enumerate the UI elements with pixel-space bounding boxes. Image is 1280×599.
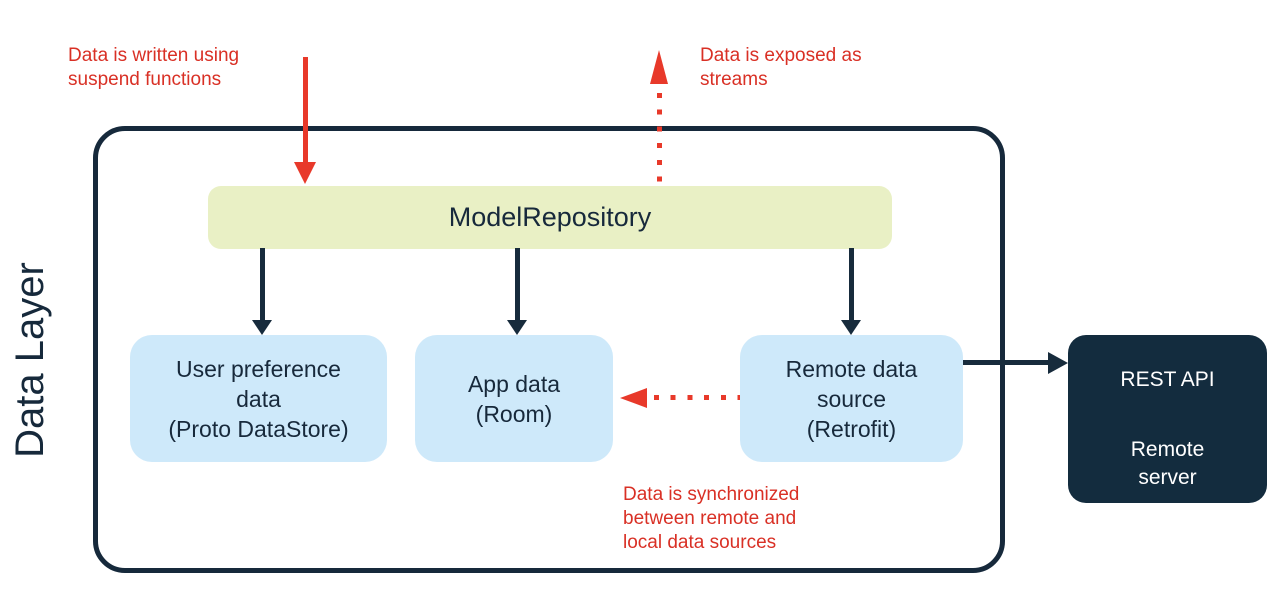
remote-server-label: Remote server (1068, 436, 1267, 492)
box-label-line: App data (467, 370, 561, 397)
box-label-line: (Room) (475, 400, 553, 427)
arrow-line (515, 248, 520, 322)
arrow-line (963, 360, 1048, 365)
rest-api-label: REST API (1120, 368, 1215, 391)
write-annotation: Data is written using suspend functions (68, 44, 239, 92)
arrow-down-icon (841, 320, 861, 335)
annotation-line: Data is exposed as (700, 45, 862, 66)
rest-api-server-box: REST API Remote server (1068, 335, 1267, 503)
remote-data-source-box: Remote data source (Retrofit) (740, 335, 963, 462)
annotation-line: Data is written using (68, 45, 240, 66)
annotation-line: between remote and (623, 508, 797, 529)
annotation-line: Data is synchronized (623, 484, 800, 505)
annotation-line: local data sources (623, 532, 777, 553)
arrow-up-icon (650, 50, 668, 84)
box-label-line: (Proto DataStore) (168, 415, 349, 442)
arrow-line (303, 57, 308, 162)
box-label-line: source (816, 385, 887, 412)
model-repository-box: ModelRepository (208, 186, 892, 249)
remote-server-line: Remote (1130, 438, 1205, 461)
box-label-line: (Retrofit) (806, 415, 897, 442)
expose-annotation: Data is exposed as streams (700, 44, 862, 92)
box-label-line: User preference (176, 355, 341, 382)
arrow-right-icon (1048, 352, 1068, 374)
arrow-left-icon (620, 388, 647, 408)
annotation-line: suspend functions (68, 69, 222, 90)
arrow-down-icon (294, 162, 316, 184)
model-repository-label: ModelRepository (448, 202, 652, 232)
box-label-line: data (236, 385, 281, 412)
remote-server-line: server (1138, 466, 1197, 489)
arrow-line (849, 248, 854, 322)
data-layer-container (93, 126, 1005, 573)
user-preference-data-box: User preference data (Proto DataStore) (130, 335, 387, 462)
arrow-down-icon (507, 320, 527, 335)
arrow-down-icon (252, 320, 272, 335)
data-layer-title: Data Layer (8, 262, 52, 458)
dotted-arrow-line (657, 93, 662, 186)
arrow-line (260, 248, 265, 322)
dotted-arrow-line (654, 395, 740, 400)
annotation-line: streams (700, 69, 768, 90)
app-data-box: App data (Room) (415, 335, 613, 462)
box-label-line: Remote data (785, 355, 918, 382)
sync-annotation: Data is synchronized between remote and … (623, 483, 799, 555)
